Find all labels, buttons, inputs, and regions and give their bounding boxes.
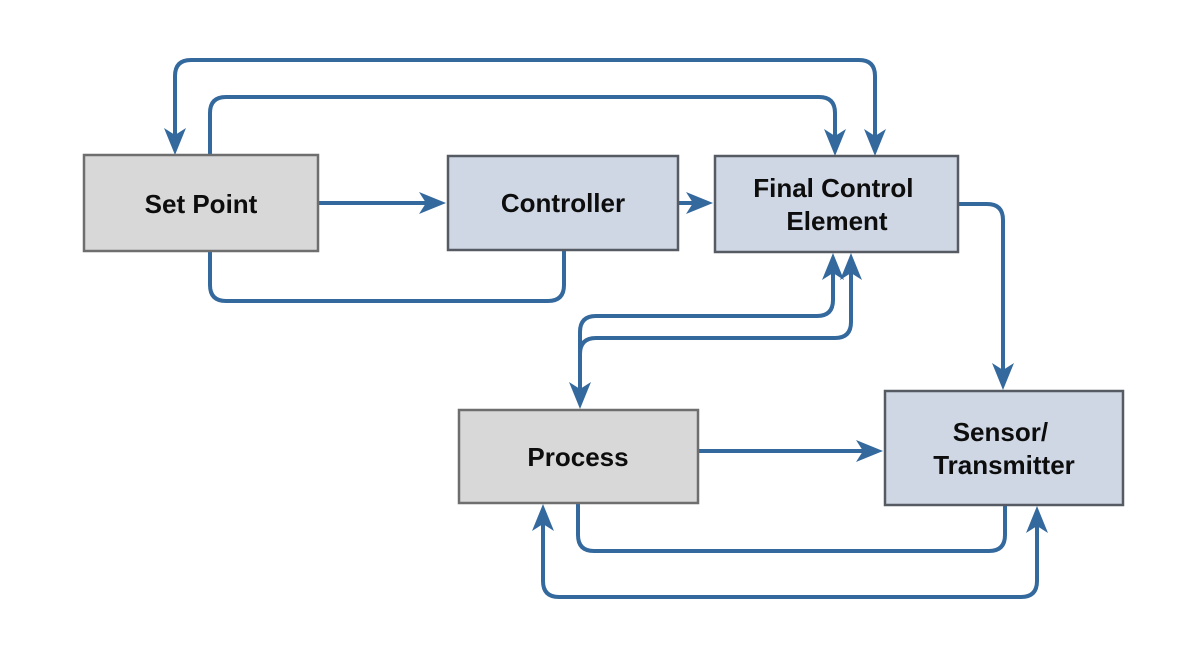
controller-rect [446, 154, 680, 252]
connector-top-outer-loop [173, 58, 877, 138]
connector-group [173, 58, 1039, 599]
arrowhead-into-process-top-icon [569, 382, 591, 409]
sensor-transmitter-label: Sensor/ Transmitter [933, 417, 1075, 480]
controller-label: Controller [501, 188, 625, 218]
connector-mid-lower-loop [578, 271, 853, 385]
connector-mid-upper-loop [578, 271, 835, 391]
arrowhead-into-set-point-top-icon [164, 128, 186, 155]
set-point-box: Set Point [82, 153, 320, 253]
set-point-label: Set Point [145, 189, 258, 219]
arrowhead-into-fce-top-left-icon [824, 129, 846, 156]
sensor-transmitter-rect [883, 389, 1125, 507]
final-control-element-box: Final Control Element [713, 154, 960, 254]
sensor-transmitter-line1: Sensor/ [953, 417, 1048, 447]
arrowhead-into-process-bottom-icon [532, 504, 554, 531]
arrowhead-into-sensor-bottom-icon [1026, 506, 1048, 533]
final-control-element-line1: Final Control [753, 173, 913, 203]
connector-fce-to-sensor-top [958, 202, 1005, 372]
set-point-rect [82, 153, 320, 253]
sensor-transmitter-line2: Transmitter [933, 450, 1075, 480]
arrowhead-into-fce-left-icon [686, 192, 713, 214]
final-control-element-label: Final Control Element [753, 173, 921, 236]
connector-bottom-outer-loop [541, 522, 1039, 599]
final-control-element-rect [713, 154, 960, 254]
box-group: Set Point Controller Final Control Eleme… [82, 153, 1125, 507]
process-label: Process [527, 442, 628, 472]
arrowhead-into-controller-left-icon [419, 192, 446, 214]
arrowhead-into-fce-bottom-right-icon [840, 253, 862, 280]
connector-bottom-inner-loop [576, 503, 1007, 553]
arrowhead-group [164, 128, 1048, 533]
arrowhead-into-fce-bottom-left-icon [822, 253, 844, 280]
arrowhead-into-sensor-left-icon [856, 440, 883, 462]
controller-box: Controller [446, 154, 680, 252]
sensor-transmitter-box: Sensor/ Transmitter [883, 389, 1125, 507]
arrowhead-into-sensor-top-icon [992, 363, 1014, 390]
final-control-element-line2: Element [786, 206, 887, 236]
process-rect [457, 408, 700, 505]
arrowhead-into-fce-top-right-icon [864, 129, 886, 156]
process-box: Process [457, 408, 700, 505]
